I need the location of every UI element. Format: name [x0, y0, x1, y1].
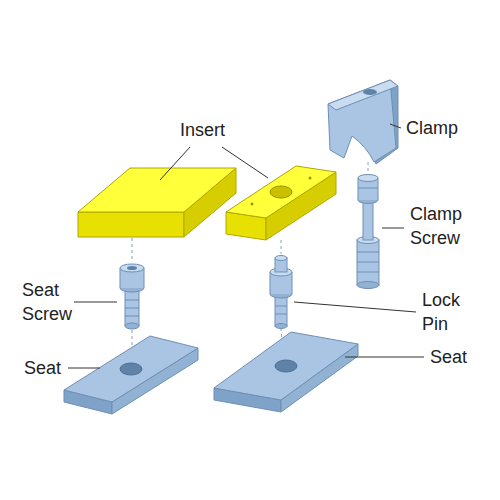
screw-end	[125, 323, 139, 329]
insert-hole	[270, 186, 292, 198]
guide-line	[368, 162, 369, 174]
leader-line	[382, 228, 404, 229]
clamp-top	[328, 80, 398, 110]
guide-line	[132, 238, 133, 262]
part-label: Seat Screw	[22, 278, 84, 327]
part-label: Insert	[180, 118, 225, 142]
insert-top	[226, 166, 336, 218]
clamp-screw-edge	[378, 178, 379, 200]
seat-top	[64, 336, 198, 402]
screw-socket	[127, 266, 137, 270]
leader-line	[68, 368, 100, 369]
leader-line	[222, 147, 268, 178]
leader-line	[160, 147, 190, 180]
part-label: Lock Pin	[422, 288, 472, 337]
leader-lines	[68, 124, 424, 368]
thread-line	[125, 308, 139, 309]
part-label: Clamp	[406, 116, 458, 140]
clamp-hole	[363, 89, 377, 95]
clamp-screw-top	[358, 175, 378, 182]
leader-line	[74, 302, 117, 303]
insert-top	[78, 168, 236, 212]
part-label: Seat	[430, 345, 467, 369]
guide-line	[281, 240, 282, 254]
thread-line	[125, 316, 139, 317]
screw-edge	[120, 268, 121, 288]
part-label: Seat	[24, 356, 61, 380]
clamp-screw-end	[357, 282, 379, 289]
clamp-screw-thread	[357, 240, 379, 285]
pin-edge	[292, 272, 293, 294]
thread-line	[358, 188, 378, 189]
leader-line	[294, 302, 416, 312]
pin-edge	[270, 272, 271, 294]
thread-line	[357, 272, 379, 273]
thread-line	[275, 314, 287, 315]
part-label: Clamp Screw	[410, 202, 472, 251]
pin-shank	[275, 294, 287, 326]
leader-line	[390, 124, 401, 128]
thread-line	[357, 262, 379, 263]
insert-dot	[251, 203, 254, 206]
pin-tip-top	[275, 256, 287, 261]
clamp-screw-neck	[363, 200, 373, 240]
pin-end	[275, 324, 287, 329]
seat-top	[214, 332, 358, 400]
leader-line	[345, 357, 424, 358]
thread-line	[125, 300, 139, 301]
thread-line	[275, 306, 287, 307]
screw-edge	[144, 268, 145, 288]
insert-dot	[309, 177, 312, 180]
thread-line	[357, 252, 379, 253]
screw-top	[120, 264, 144, 272]
clamp-screw-edge	[358, 178, 359, 200]
seat-hole	[120, 363, 142, 375]
insert-side	[78, 212, 184, 237]
seat-hole	[275, 360, 297, 372]
